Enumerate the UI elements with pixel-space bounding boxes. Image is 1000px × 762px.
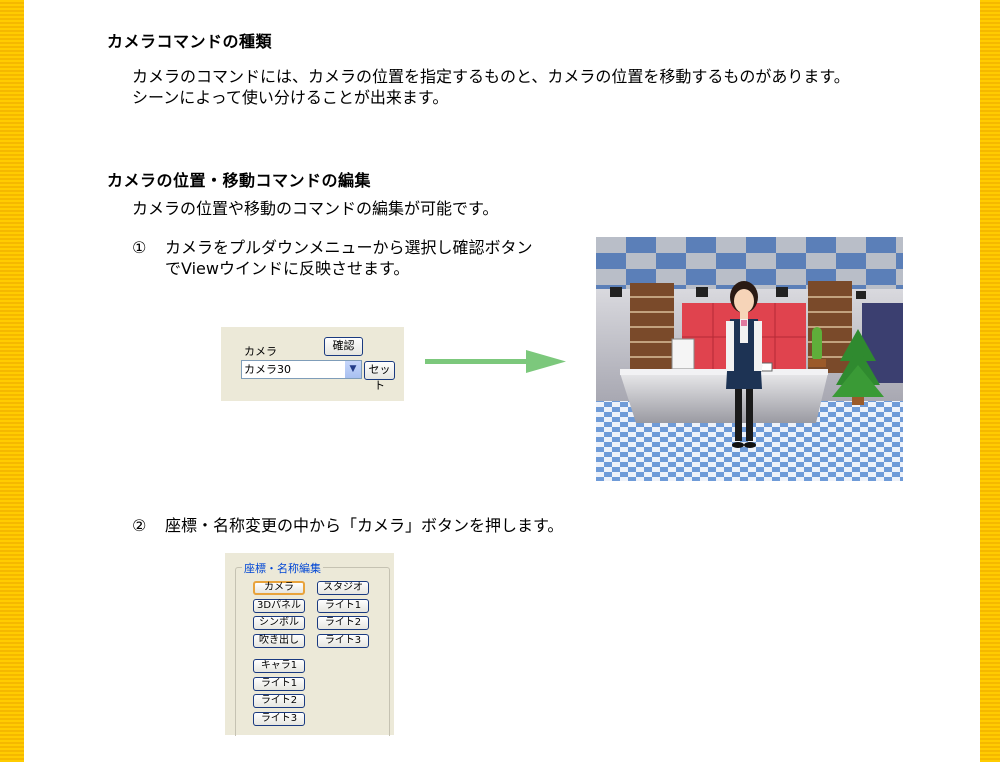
section-heading-camera-types: カメラコマンドの種類 — [107, 32, 273, 51]
right-arrow-icon — [425, 350, 566, 373]
coordinates-name-edit-panel: 座標・名称編集 カメラ 3Dパネル シンボル 吹き出し スタジオ ライト1 ライ… — [225, 553, 394, 736]
camera-types-text-line1: カメラのコマンドには、カメラの位置を指定するものと、カメラの位置を移動するものが… — [132, 67, 850, 86]
edit-panel-title: 座標・名称編集 — [242, 560, 323, 576]
chevron-down-icon[interactable]: ▼ — [345, 361, 361, 378]
camera-button[interactable]: カメラ — [253, 581, 305, 595]
character-light1-button[interactable]: ライト1 — [253, 677, 305, 691]
left-border-stripe — [0, 0, 24, 762]
character-light2-button[interactable]: ライト2 — [253, 694, 305, 708]
light2-button[interactable]: ライト2 — [317, 616, 369, 630]
studio-button[interactable]: スタジオ — [317, 581, 369, 595]
camera-dropdown-value: カメラ30 — [244, 363, 291, 376]
camera-types-text-line2: シーンによって使い分けることが出来ます。 — [132, 88, 449, 107]
section-heading-camera-edit: カメラの位置・移動コマンドの編集 — [107, 171, 372, 190]
confirm-button[interactable]: 確認 — [324, 337, 363, 356]
right-border-stripe — [980, 0, 1000, 762]
camera-dropdown[interactable]: カメラ30 ▼ — [241, 360, 362, 379]
3d-panel-button[interactable]: 3Dパネル — [253, 599, 305, 613]
light3-button[interactable]: ライト3 — [317, 634, 369, 648]
character1-button[interactable]: キャラ1 — [253, 659, 305, 673]
step2-number: ② — [132, 516, 147, 535]
camera-edit-intro: カメラの位置や移動のコマンドの編集が可能です。 — [132, 199, 499, 218]
light1-button[interactable]: ライト1 — [317, 599, 369, 613]
camera-selector-widget: カメラ 確認 カメラ30 ▼ セット — [221, 327, 404, 401]
symbol-button[interactable]: シンボル — [253, 616, 305, 630]
set-button[interactable]: セット — [364, 361, 395, 392]
speech-bubble-button[interactable]: 吹き出し — [253, 634, 305, 648]
view-window-scene: 総 — [596, 237, 903, 481]
step1-number: ① — [132, 238, 147, 257]
step1-text-line1: カメラをプルダウンメニューから選択し確認ボタン — [165, 238, 533, 257]
step1-text-line2: でViewウインドに反映させます。 — [165, 259, 410, 278]
step2-text: 座標・名称変更の中から「カメラ」ボタンを押します。 — [165, 516, 564, 535]
camera-label: カメラ — [244, 345, 277, 358]
character-light3-button[interactable]: ライト3 — [253, 712, 305, 726]
